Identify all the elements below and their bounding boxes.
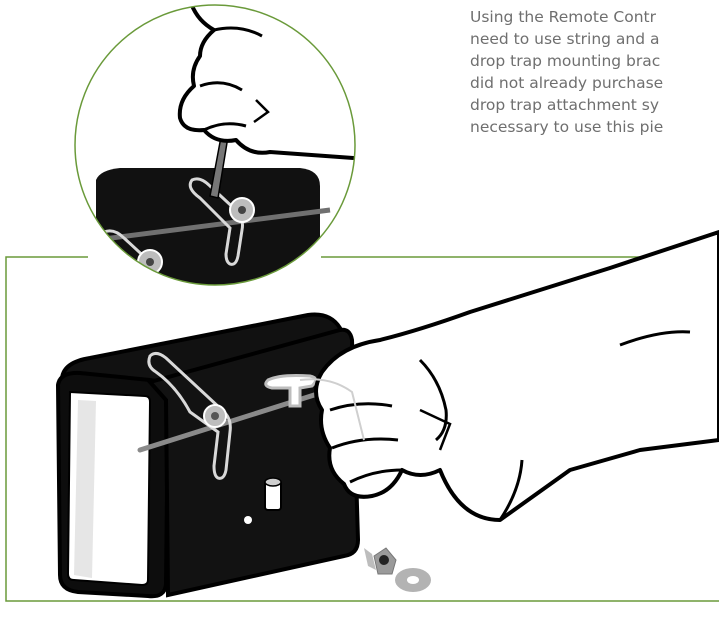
instruction-line: drop trap attachment sy xyxy=(470,94,719,116)
instruction-line: did not already purchase xyxy=(470,72,719,94)
instruction-line: necessary to use this pie xyxy=(470,116,719,138)
instruction-line: need to use string and a xyxy=(470,28,719,50)
instruction-line: drop trap mounting brac xyxy=(470,50,719,72)
hand-icon xyxy=(300,232,719,520)
wing-nut-icon xyxy=(364,548,396,574)
drop-trap-box xyxy=(58,315,358,597)
instruction-line: Using the Remote Contr xyxy=(470,6,719,28)
washer-icon xyxy=(395,568,431,592)
zoom-inset xyxy=(60,0,380,300)
instruction-text: Using the Remote Contr need to use strin… xyxy=(470,6,719,138)
